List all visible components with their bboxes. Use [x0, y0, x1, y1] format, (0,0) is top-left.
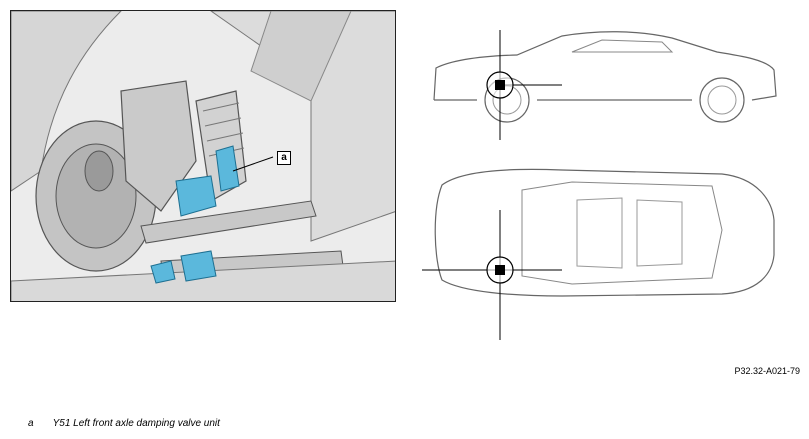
legend-text: Y51 Left front axle damping valve unit: [52, 418, 220, 429]
callout-leader-line: [232, 156, 274, 172]
locator-marker: [495, 80, 505, 90]
locator-marker-top: [495, 265, 505, 275]
vehicle-side-view: [422, 30, 780, 140]
legend-item: a Y51 Left front axle damping valve unit: [28, 418, 220, 429]
component-detail-illustration: a: [10, 10, 396, 302]
callout-label-a: a: [277, 151, 291, 165]
legend-key: a: [28, 418, 34, 429]
damping-valve-unit-highlight: [150, 145, 240, 284]
vehicle-top-view: [422, 160, 780, 340]
reference-code: P32.32-A021-79: [734, 366, 800, 376]
suspension-drawing: [11, 11, 395, 301]
